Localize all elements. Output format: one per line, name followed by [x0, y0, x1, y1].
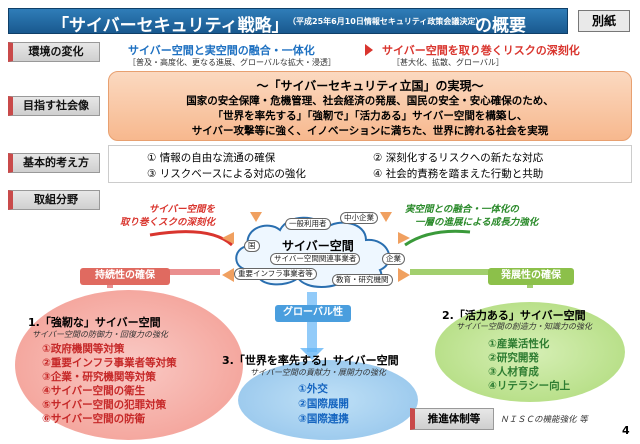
- basic-item-3: ③ リスクベースによる対応の強化: [147, 168, 306, 180]
- society-line-1: 国家の安全保障・危機管理、社会経済の発展、国民の安全・安心確保のため、: [186, 95, 554, 107]
- arrow-left-icon: [222, 268, 234, 282]
- pillar-strong-sub: サイバー空間の防御力・回復力の強化: [32, 330, 168, 339]
- page-number: 4: [622, 424, 630, 437]
- strong-item-1: ①政府機関等対策: [42, 343, 125, 355]
- strong-item-3: ③企業・研究機関等対策: [42, 371, 156, 383]
- arrow-right-icon: [398, 232, 410, 244]
- society-line-2: 「世界を率先する」「強靭で」「活力ある」サイバー空間を構築し、: [212, 110, 528, 122]
- area-risk-note: サイバー空間を 取り巻くスクの深刻化: [95, 203, 215, 229]
- pillar-vital-sub: サイバー空間の創造力・知識力の強化: [456, 322, 592, 331]
- growth-arrow: [404, 229, 471, 247]
- arrow-down-icon: [250, 212, 262, 222]
- area-growth-note-2: 一層の進展による成長力強化: [415, 217, 539, 228]
- basic-item-4: ④ 社会的責務を踏まえた行動と共助: [373, 168, 544, 180]
- basic-item-2: ② 深刻化するリスクへの新たな対応: [373, 152, 544, 164]
- vital-item-1: ①産業活性化: [488, 338, 550, 350]
- title-note: （平成25年6月10日情報セキュリティ政策会議決定）: [288, 17, 484, 26]
- label-environment: 環境の変化: [8, 42, 100, 62]
- promo-text: ＮＩＳＣの機能強化 等: [500, 415, 588, 425]
- tag-sme: 中小企業: [340, 212, 378, 224]
- pill-development: 発展性の確保: [488, 268, 574, 285]
- leading-item-1: ①外交: [298, 383, 328, 395]
- pillar-strong-title: 1.「強靭な」サイバー空間: [28, 316, 161, 329]
- attachment-badge: 別紙: [578, 10, 630, 32]
- strong-item-4: ④サイバー空間の衛生: [42, 385, 146, 397]
- tag-enterprise: 企業: [382, 253, 405, 265]
- title-bar: [8, 8, 568, 34]
- label-basic: 基本的考え方: [8, 153, 100, 173]
- pill-global: グローバル性: [275, 305, 351, 322]
- vital-item-4: ④リテラシー向上: [488, 380, 571, 392]
- pillar-leading-bg: [238, 360, 418, 440]
- title-suffix: の概要: [475, 16, 526, 36]
- pillar-leading-sub: サイバー空間の貢献力・展開力の強化: [250, 368, 386, 377]
- society-box: ～「サイバーセキュリティ立国」の実現～ 国家の安全保障・危機管理、社会経済の発展…: [108, 71, 632, 141]
- pillar-leading-title: 3.「世界を率先する」サイバー空間: [222, 354, 399, 367]
- env-risk-text: サイバー空間を取り巻くリスクの深刻化: [382, 44, 580, 57]
- page-title: 「サイバーセキュリティ戦略」: [52, 16, 289, 36]
- tag-general-users: 一般利用者: [285, 218, 331, 230]
- vital-item-2: ②研究開発: [488, 352, 539, 364]
- area-growth-note-1: 実空間との融合・一体化の: [405, 204, 519, 215]
- tag-operators: サイバー空間関連事業者: [270, 253, 361, 265]
- strong-item-2: ②重要インフラ事業者等対策: [42, 357, 177, 369]
- vital-item-3: ③人材育成: [488, 366, 539, 378]
- label-society: 目指す社会像: [8, 96, 100, 116]
- pillar-strong-bg: [15, 290, 243, 440]
- leading-item-3: ③国際連携: [298, 413, 349, 425]
- env-risk-sub: ［甚大化、拡散、グローバル］: [392, 58, 504, 67]
- tag-country: 国: [244, 240, 260, 252]
- label-areas: 取組分野: [8, 190, 100, 210]
- arrow-right-icon: [365, 44, 373, 56]
- risk-arrow: [149, 230, 234, 247]
- strong-item-5: ⑤サイバー空間の犯罪対策: [42, 399, 167, 411]
- arrow-right-icon: [398, 268, 410, 282]
- arrow-left-icon: [222, 232, 234, 244]
- pillar-vital-bg: [435, 302, 625, 402]
- basic-box: ① 情報の自由な流通の確保 ② 深刻化するリスクへの新たな対応 ③ リスクベース…: [108, 145, 632, 183]
- arrow-down-icon: [380, 212, 392, 222]
- tag-education: 教育・研究機関: [332, 274, 393, 286]
- pillar-vital-title: 2.「活力ある」サイバー空間: [442, 309, 586, 322]
- basic-item-1: ① 情報の自由な流通の確保: [147, 152, 276, 164]
- promo-label: 推進体制等: [410, 408, 494, 430]
- society-head: ～「サイバーセキュリティ立国」の実現～: [256, 79, 484, 93]
- area-risk-note-2: 取り巻くスクの深刻化: [119, 217, 215, 228]
- env-fusion-text: サイバー空間と実空間の融合・一体化: [128, 44, 315, 57]
- leading-item-2: ②国際展開: [298, 398, 349, 410]
- area-risk-note-1: サイバー空間を: [148, 204, 215, 215]
- tag-infra: 重要インフラ事業者等: [234, 268, 317, 280]
- cloud-title: サイバー空間: [282, 239, 354, 253]
- global-arrowhead: [300, 348, 324, 360]
- society-line-3: サイバー攻撃等に強く、イノベーションに満ちた、世界に誇れる社会を実現: [191, 125, 549, 137]
- env-fusion-sub: ［普及・高度化、更なる進展、グローバルな拡大・浸透］: [128, 58, 336, 67]
- area-growth-note: 実空間との融合・一体化の 一層の進展による成長力強化: [405, 203, 538, 229]
- pill-sustainability: 持続性の確保: [80, 268, 170, 285]
- strong-item-6: ⑥サイバー空間の防衛: [42, 413, 146, 425]
